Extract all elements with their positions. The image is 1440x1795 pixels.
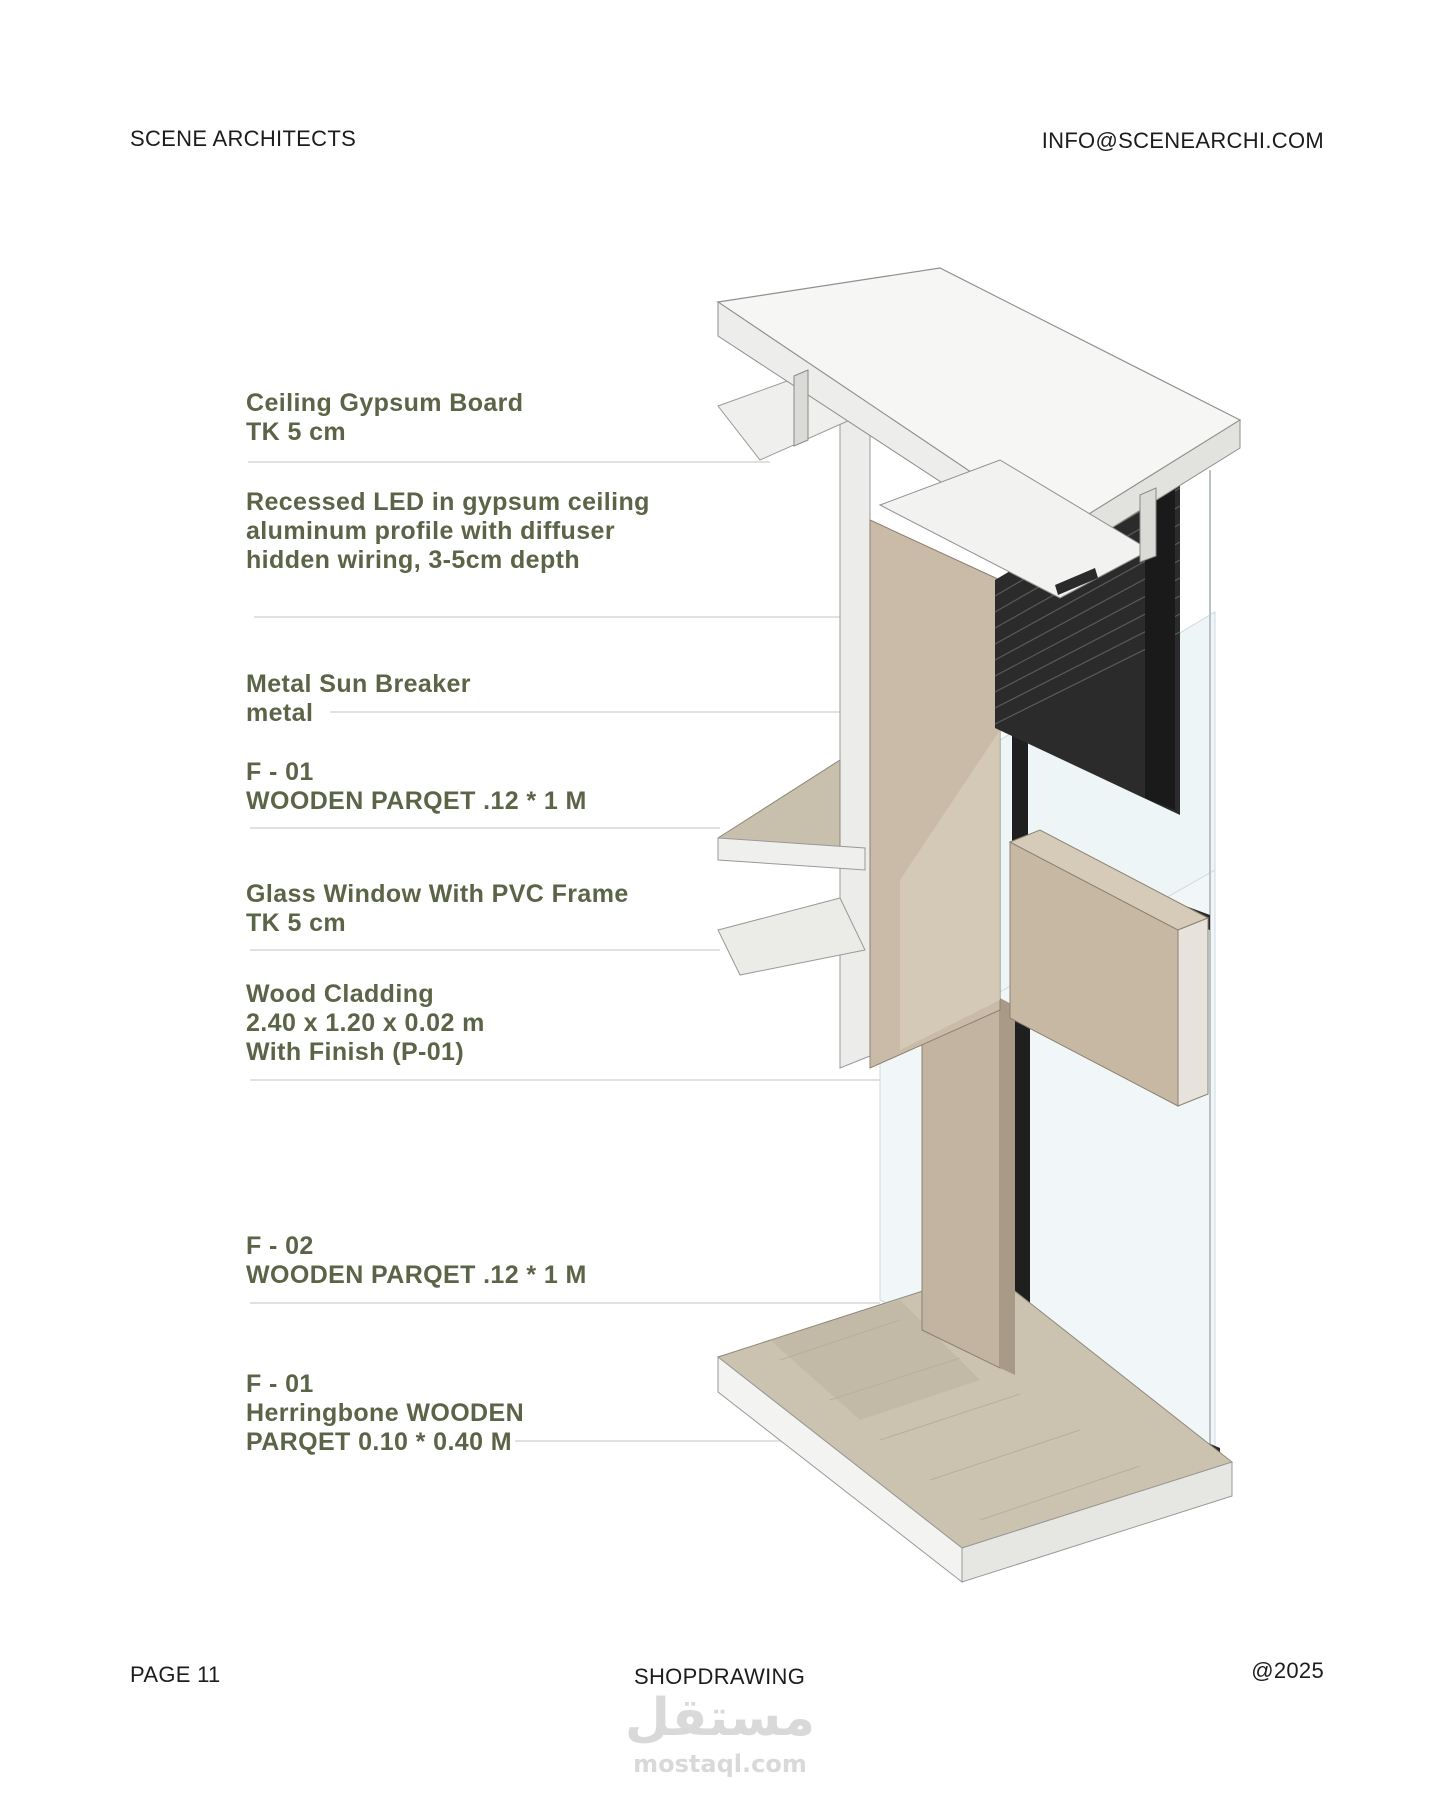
annotation-line: WOODEN PARQET .12 * 1 M bbox=[246, 787, 587, 815]
annotation-f02-parquet: F - 02 WOODEN PARQET .12 * 1 M bbox=[246, 1232, 587, 1290]
f02-slab bbox=[717, 897, 866, 976]
led-profile bbox=[1055, 568, 1098, 595]
annotation-wood-cladding: Wood Cladding 2.40 x 1.20 x 0.02 m With … bbox=[246, 980, 485, 1067]
annotation-line: Glass Window With PVC Frame bbox=[246, 880, 629, 908]
wood-cladding-highlight bbox=[900, 730, 1000, 1050]
annotation-line: Ceiling Gypsum Board bbox=[246, 389, 524, 417]
pvc-frame-lower bbox=[1012, 1002, 1030, 1378]
annotation-line: F - 01 bbox=[246, 758, 314, 786]
watermark: مستقل mostaql.com bbox=[600, 1688, 840, 1778]
annotation-line: F - 01 bbox=[246, 1370, 314, 1398]
annotation-line: Recessed LED in gypsum ceiling bbox=[246, 488, 650, 516]
copyright-year: @2025 bbox=[1251, 1658, 1324, 1683]
wood-column-lower bbox=[921, 997, 1001, 1369]
annotation-line: metal bbox=[246, 699, 314, 727]
document-type: SHOPDRAWING bbox=[634, 1664, 806, 1689]
contact-email[interactable]: INFO@SCENEARCHI.COM bbox=[1041, 128, 1324, 153]
brand-name: SCENE ARCHITECTS bbox=[130, 126, 357, 151]
annotation-glass-window: Glass Window With PVC Frame TK 5 cm bbox=[246, 880, 629, 938]
annotation-line: Herringbone WOODEN bbox=[246, 1399, 525, 1427]
annotation-line: With Finish (P-01) bbox=[246, 1038, 465, 1066]
annotation-line: hidden wiring, 3-5cm depth bbox=[246, 546, 581, 574]
page-number: PAGE 11 bbox=[130, 1662, 221, 1687]
wood-column-lower-shade bbox=[1000, 998, 1015, 1375]
annotation-herringbone: F - 01 Herringbone WOODEN PARQET 0.10 * … bbox=[246, 1370, 524, 1457]
annotation-line: Wood Cladding bbox=[246, 980, 435, 1008]
annotation-line: TK 5 cm bbox=[246, 418, 347, 446]
annotation-sun-breaker: Metal Sun Breaker metal bbox=[246, 670, 471, 728]
aluminum-profile-right bbox=[1139, 487, 1157, 563]
wood-cladding-band-side bbox=[1177, 917, 1209, 1107]
floor-slab-side bbox=[961, 1461, 1233, 1583]
pvc-frame-upper bbox=[1012, 712, 1028, 858]
interior-wall bbox=[839, 397, 871, 1069]
annotation-line: TK 5 cm bbox=[246, 909, 347, 937]
herringbone-pattern bbox=[779, 1319, 1141, 1521]
annotation-recessed-led: Recessed LED in gypsum ceiling aluminum … bbox=[246, 488, 650, 575]
aluminum-profile-left bbox=[793, 369, 809, 447]
annotation-line: F - 02 bbox=[246, 1232, 314, 1260]
annotation-line: aluminum profile with diffuser bbox=[246, 517, 615, 545]
f01-floor-slab-front bbox=[717, 837, 866, 871]
annotation-line: WOODEN PARQET .12 * 1 M bbox=[246, 1261, 587, 1289]
watermark-latin: mostaql.com bbox=[633, 1750, 807, 1778]
annotation-ceiling-gypsum: Ceiling Gypsum Board TK 5 cm bbox=[246, 389, 523, 447]
annotation-line: PARQET 0.10 * 0.40 M bbox=[246, 1428, 512, 1456]
annotation-line: Metal Sun Breaker bbox=[246, 670, 471, 698]
watermark-arabic: مستقل bbox=[624, 1688, 816, 1748]
annotation-f01-parquet: F - 01 WOODEN PARQET .12 * 1 M bbox=[246, 758, 587, 816]
annotation-line: 2.40 x 1.20 x 0.02 m bbox=[246, 1009, 485, 1037]
